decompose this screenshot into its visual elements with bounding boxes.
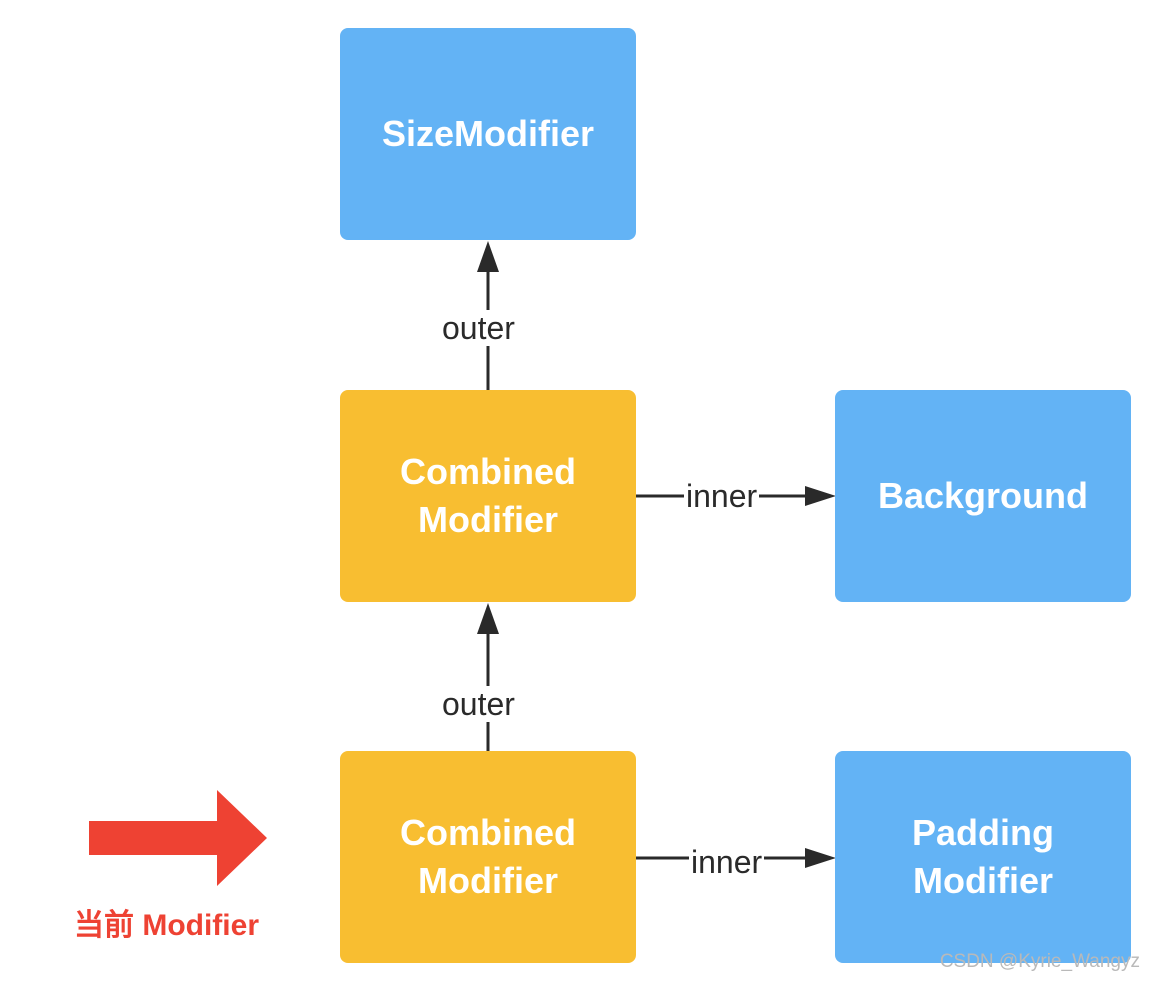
background-node: Background: [835, 390, 1131, 602]
red-right-arrow-icon: [89, 790, 267, 886]
padding-modifier-node: Padding Modifier: [835, 751, 1131, 963]
outer-edge-top-arrowhead: [477, 241, 499, 272]
padding-modifier-label-line2: Modifier: [913, 860, 1053, 901]
combined-top-label-line1: Combined: [400, 451, 576, 492]
combined-bottom-label-line2: Modifier: [418, 860, 558, 901]
size-modifier-node: SizeModifier: [340, 28, 636, 240]
inner-edge-top-arrowhead: [805, 486, 836, 506]
outer-edge-label-bottom: outer: [440, 686, 517, 722]
combined-top-label-line2: Modifier: [418, 499, 558, 540]
outer-edge-label-top: outer: [440, 310, 517, 346]
size-modifier-label: SizeModifier: [381, 113, 595, 154]
combined-modifier-node-top: Combined Modifier: [340, 390, 636, 602]
outer-edge-bottom-arrowhead: [477, 603, 499, 634]
inner-edge-bottom-arrowhead: [805, 848, 836, 868]
inner-edge-label-bottom: inner: [689, 844, 765, 880]
inner-edge-label-top: inner: [684, 478, 760, 514]
background-label: Background: [877, 475, 1089, 516]
padding-modifier-label-line1: Padding: [912, 812, 1054, 853]
combined-modifier-node-bottom: Combined Modifier: [340, 751, 636, 963]
watermark: CSDN @Kyrie_Wangyz: [939, 951, 1140, 972]
combined-bottom-label-line1: Combined: [400, 812, 576, 853]
current-modifier-label: 当前 Modifier: [74, 909, 259, 942]
